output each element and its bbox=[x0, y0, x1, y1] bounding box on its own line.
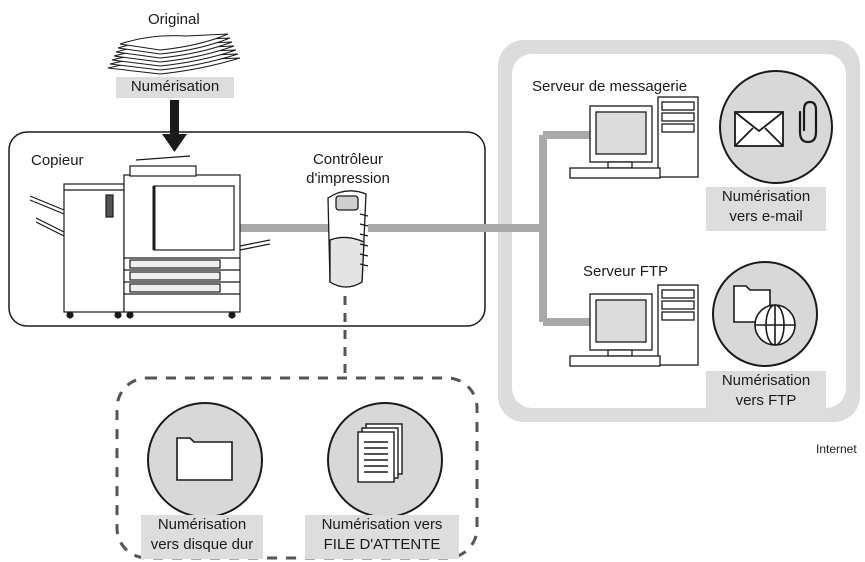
email-destination-line2: vers e-mail bbox=[729, 208, 803, 225]
hdd-destination-line1: Numérisation bbox=[157, 516, 247, 533]
ftp-server-label: Serveur FTP bbox=[583, 263, 669, 280]
folder-icon bbox=[176, 437, 233, 481]
scan-label: Numérisation bbox=[130, 78, 220, 95]
mail-server-label: Serveur de messagerie bbox=[532, 78, 688, 95]
ftp-destination-box: Numérisation vers FTP bbox=[706, 371, 826, 415]
email-destination-box: Numérisation vers e-mail bbox=[706, 187, 826, 231]
email-destination-line1: Numérisation bbox=[721, 188, 811, 205]
queue-destination-box: Numérisation vers FILE D'ATTENTE bbox=[305, 515, 459, 559]
documents-icon bbox=[357, 423, 403, 483]
ftp-destination-line2: vers FTP bbox=[735, 392, 797, 409]
network-lines bbox=[236, 131, 590, 326]
hdd-destination-line2: vers disque dur bbox=[150, 536, 254, 553]
ftp-destination-line1: Numérisation bbox=[721, 372, 811, 389]
copier-label: Copieur bbox=[31, 152, 84, 169]
controller-label-line2: d'impression bbox=[306, 170, 390, 187]
internet-label: Internet bbox=[816, 442, 857, 456]
original-label: Original bbox=[148, 11, 200, 28]
paperclip-icon bbox=[798, 100, 818, 144]
desktop-computer-icon bbox=[569, 96, 699, 179]
copier-machine-icon bbox=[29, 155, 271, 319]
queue-destination-line1: Numérisation vers bbox=[321, 516, 443, 533]
queue-destination-line2: FILE D'ATTENTE bbox=[323, 536, 441, 553]
arrow-down-icon bbox=[162, 100, 187, 152]
local-storage-frame bbox=[115, 376, 479, 560]
scan-label-box: Numérisation bbox=[116, 77, 234, 98]
controller-label: Contrôleur d'impression bbox=[296, 150, 400, 188]
hdd-destination-box: Numérisation vers disque dur bbox=[141, 515, 263, 559]
desktop-computer-icon bbox=[569, 284, 699, 367]
print-controller-icon bbox=[327, 190, 369, 288]
paper-stack-icon bbox=[107, 33, 241, 75]
controller-label-line1: Contrôleur bbox=[312, 151, 384, 168]
globe-icon bbox=[754, 304, 796, 346]
envelope-icon bbox=[734, 111, 784, 147]
